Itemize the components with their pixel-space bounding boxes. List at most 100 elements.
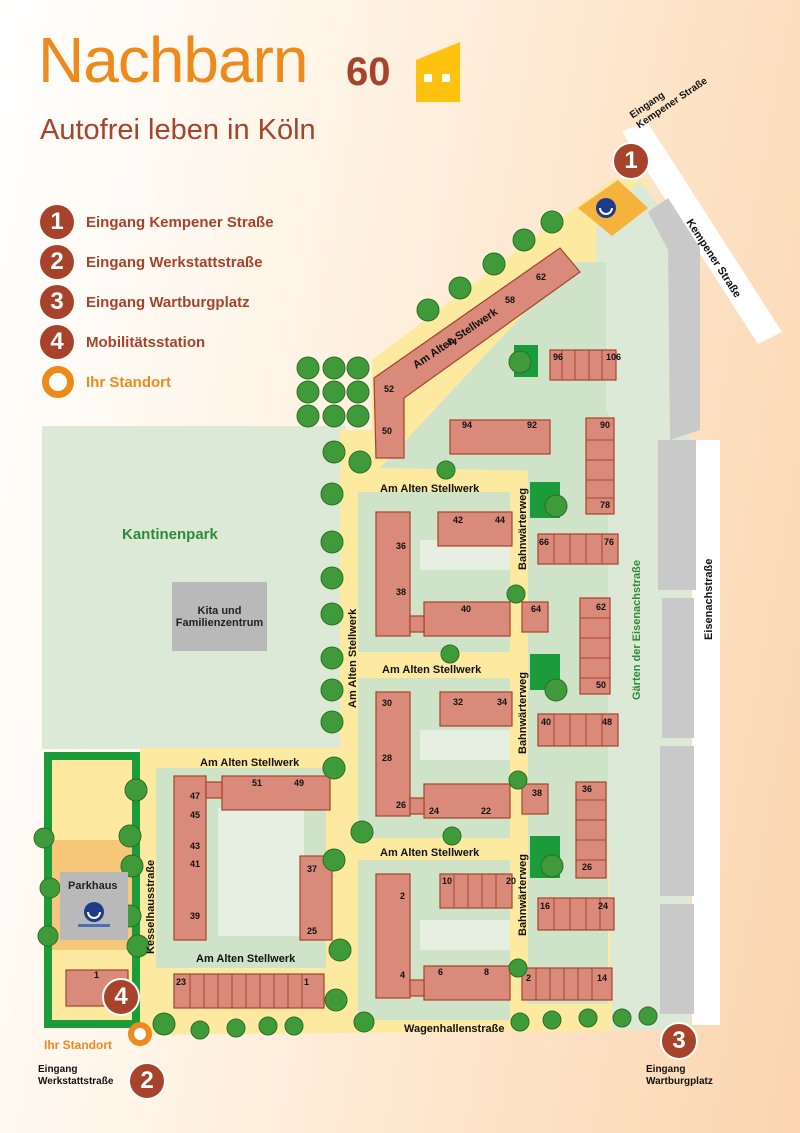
svg-text:20: 20 [506, 876, 516, 886]
logo-house-icon [416, 42, 460, 102]
svg-text:28: 28 [382, 753, 392, 763]
kita-label-line1: Kita und [197, 604, 242, 617]
entrance-2-badge: 2 [128, 1062, 166, 1100]
svg-text:47: 47 [190, 791, 200, 801]
svg-text:52: 52 [384, 384, 394, 394]
street-label-eisenach: Eisenachstraße [703, 559, 715, 640]
svg-text:6: 6 [438, 967, 443, 977]
logo-title: Nachbarn [38, 24, 308, 96]
legend-badge-1: 1 [40, 205, 74, 239]
svg-text:106: 106 [606, 352, 621, 362]
street-label-row1: Am Alten Stellwerk [380, 483, 480, 495]
subtitle: Autofrei leben in Köln [40, 114, 316, 146]
entrance-3-caption: Eingang Wartburgplatz [646, 1064, 713, 1087]
svg-text:45: 45 [190, 810, 200, 820]
street-label-bahnwaerterweg-3: Bahnwärterweg [517, 854, 529, 936]
street-label-bahnwaerterweg-2: Bahnwärterweg [517, 672, 529, 754]
entrance-3-badge: 3 [660, 1022, 698, 1060]
svg-text:44: 44 [495, 515, 505, 525]
legend-label-2: Eingang Werkstattstraße [86, 254, 263, 271]
entrance-2-caption-line2: Werkstattstraße [38, 1075, 114, 1087]
legend-badge-2: 2 [40, 245, 74, 279]
svg-text:66: 66 [539, 537, 549, 547]
legend-label-1: Eingang Kempener Straße [86, 214, 274, 231]
legend-badge-3: 3 [40, 285, 74, 319]
svg-text:51: 51 [252, 778, 262, 788]
svg-text:62: 62 [596, 602, 606, 612]
svg-text:10: 10 [442, 876, 452, 886]
svg-text:40: 40 [461, 604, 471, 614]
svg-text:34: 34 [497, 697, 507, 707]
svg-text:25: 25 [307, 926, 317, 936]
svg-text:64: 64 [531, 604, 541, 614]
svg-text:96: 96 [553, 352, 563, 362]
svg-text:30: 30 [382, 698, 392, 708]
legend-label-standort: Ihr Standort [86, 374, 171, 391]
svg-text:14: 14 [597, 973, 607, 983]
svg-text:58: 58 [505, 295, 515, 305]
street-label-row2: Am Alten Stellwerk [382, 664, 482, 676]
house-numbers: 62 58 54 52 50 96 106 94 92 90 78 42 44 … [94, 272, 621, 987]
svg-text:22: 22 [481, 806, 491, 816]
cambio-icon [78, 902, 110, 927]
legend-label-4: Mobilitätsstation [86, 334, 206, 351]
svg-text:49: 49 [294, 778, 304, 788]
street-label-south: Am Alten Stellwerk [196, 953, 296, 965]
svg-text:92: 92 [527, 420, 537, 430]
svg-text:26: 26 [582, 862, 592, 872]
svg-text:1: 1 [304, 977, 309, 987]
eisenachstrasse-road [692, 440, 720, 1025]
entrance-2-caption-line1: Eingang [38, 1064, 78, 1075]
svg-text:2: 2 [400, 891, 405, 901]
svg-text:50: 50 [382, 426, 392, 436]
street-label-bahnwaerterweg-1: Bahnwärterweg [517, 488, 529, 570]
standort-label: Ihr Standort [44, 1038, 112, 1052]
entrance-2-caption: Eingang Werkstattstraße [38, 1064, 113, 1087]
trees [33, 210, 658, 1040]
svg-text:42: 42 [453, 515, 463, 525]
logo-number: 60 [346, 50, 391, 94]
kita-building: Kita und Familienzentrum [172, 582, 267, 651]
svg-text:90: 90 [600, 420, 610, 430]
street-label-wagenhallenstrasse: Wagenhallenstraße [404, 1023, 504, 1035]
svg-text:43: 43 [190, 841, 200, 851]
standort-ring-icon [42, 366, 74, 398]
svg-text:50: 50 [596, 680, 606, 690]
svg-text:76: 76 [604, 537, 614, 547]
parkhaus-label: Parkhaus [68, 880, 118, 892]
svg-text:8: 8 [484, 967, 489, 977]
park-label: Kantinenpark [122, 526, 218, 543]
entrance-1-badge: 1 [612, 142, 650, 180]
svg-text:41: 41 [190, 859, 200, 869]
svg-text:36: 36 [582, 784, 592, 794]
svg-text:23: 23 [176, 977, 186, 987]
entrance-3-caption-line2: Wartburgplatz [646, 1075, 713, 1087]
svg-text:16: 16 [540, 901, 550, 911]
svg-text:37: 37 [307, 864, 317, 874]
kita-label-line2: Familienzentrum [175, 616, 264, 629]
svg-text:94: 94 [462, 420, 472, 430]
svg-text:78: 78 [600, 500, 610, 510]
entrance-3-caption-line1: Eingang [646, 1064, 686, 1075]
entrance-4-badge: 4 [102, 978, 140, 1016]
svg-text:24: 24 [598, 901, 608, 911]
house-dividers [189, 350, 614, 1008]
svg-text:62: 62 [536, 272, 546, 282]
svg-text:26: 26 [396, 800, 406, 810]
legend-label-3: Eingang Wartburgplatz [86, 294, 250, 311]
svg-text:24: 24 [429, 806, 439, 816]
street-label-west: Am Alten Stellwerk [200, 757, 300, 769]
gardens-label: Gärten der Eisenachstraße [631, 560, 643, 700]
svg-text:36: 36 [396, 541, 406, 551]
street-label-kesselhausstrasse: Kesselhausstraße [145, 860, 157, 954]
svg-text:54: 54 [447, 337, 457, 347]
street-label-row3: Am Alten Stellwerk [380, 847, 480, 859]
svg-text:4: 4 [400, 970, 405, 980]
svg-text:2: 2 [526, 973, 531, 983]
buildings [65, 247, 619, 1009]
standort-marker-icon [128, 1022, 152, 1046]
svg-text:48: 48 [602, 717, 612, 727]
svg-text:39: 39 [190, 911, 200, 921]
